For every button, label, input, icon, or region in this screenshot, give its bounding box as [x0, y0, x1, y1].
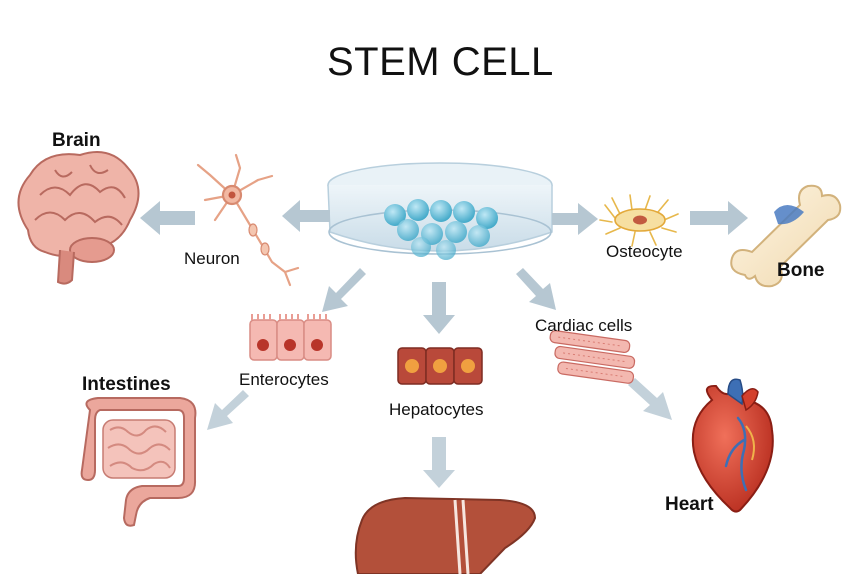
- arrow-to-brain-icon: [140, 201, 195, 235]
- arrow-to-osteocyte-icon: [552, 203, 598, 235]
- arrow-to-hepatocytes-icon: [423, 282, 455, 334]
- enterocytes-label: Enterocytes: [239, 370, 329, 389]
- arrow-to-bone-icon: [690, 201, 748, 235]
- intestines-label: Intestines: [82, 374, 171, 395]
- arrow-to-enterocytes-icon: [322, 268, 366, 312]
- neuron-label: Neuron: [184, 249, 240, 268]
- arrow-to-intestines-icon: [207, 390, 249, 430]
- liver-icon: [354, 496, 537, 574]
- bone-icon: [730, 184, 842, 288]
- arrow-to-liver-icon: [423, 437, 455, 488]
- brain-icon: [17, 151, 140, 285]
- neuron-icon: [196, 153, 300, 287]
- cardiac-cells-label: Cardiac cells: [535, 316, 633, 335]
- heart-icon: [691, 378, 774, 513]
- bone-label: Bone: [777, 260, 825, 281]
- osteocyte-label: Osteocyte: [606, 242, 683, 261]
- page-title: STEM CELL: [327, 40, 554, 84]
- heart-label: Heart: [665, 494, 714, 515]
- hepatocytes-icon: [397, 347, 483, 385]
- arrow-to-heart-icon: [628, 378, 672, 420]
- intestines-icon: [80, 397, 197, 527]
- arrow-to-neuron-icon: [282, 200, 330, 232]
- enterocytes-icon: [249, 314, 332, 361]
- arrow-to-cardiac-icon: [516, 268, 556, 310]
- osteocyte-icon: [599, 194, 679, 247]
- brain-label: Brain: [52, 130, 101, 151]
- hepatocytes-label: Hepatocytes: [389, 400, 484, 419]
- cardiac-cells-icon: [549, 330, 636, 384]
- stem-cells-icon: [384, 199, 498, 260]
